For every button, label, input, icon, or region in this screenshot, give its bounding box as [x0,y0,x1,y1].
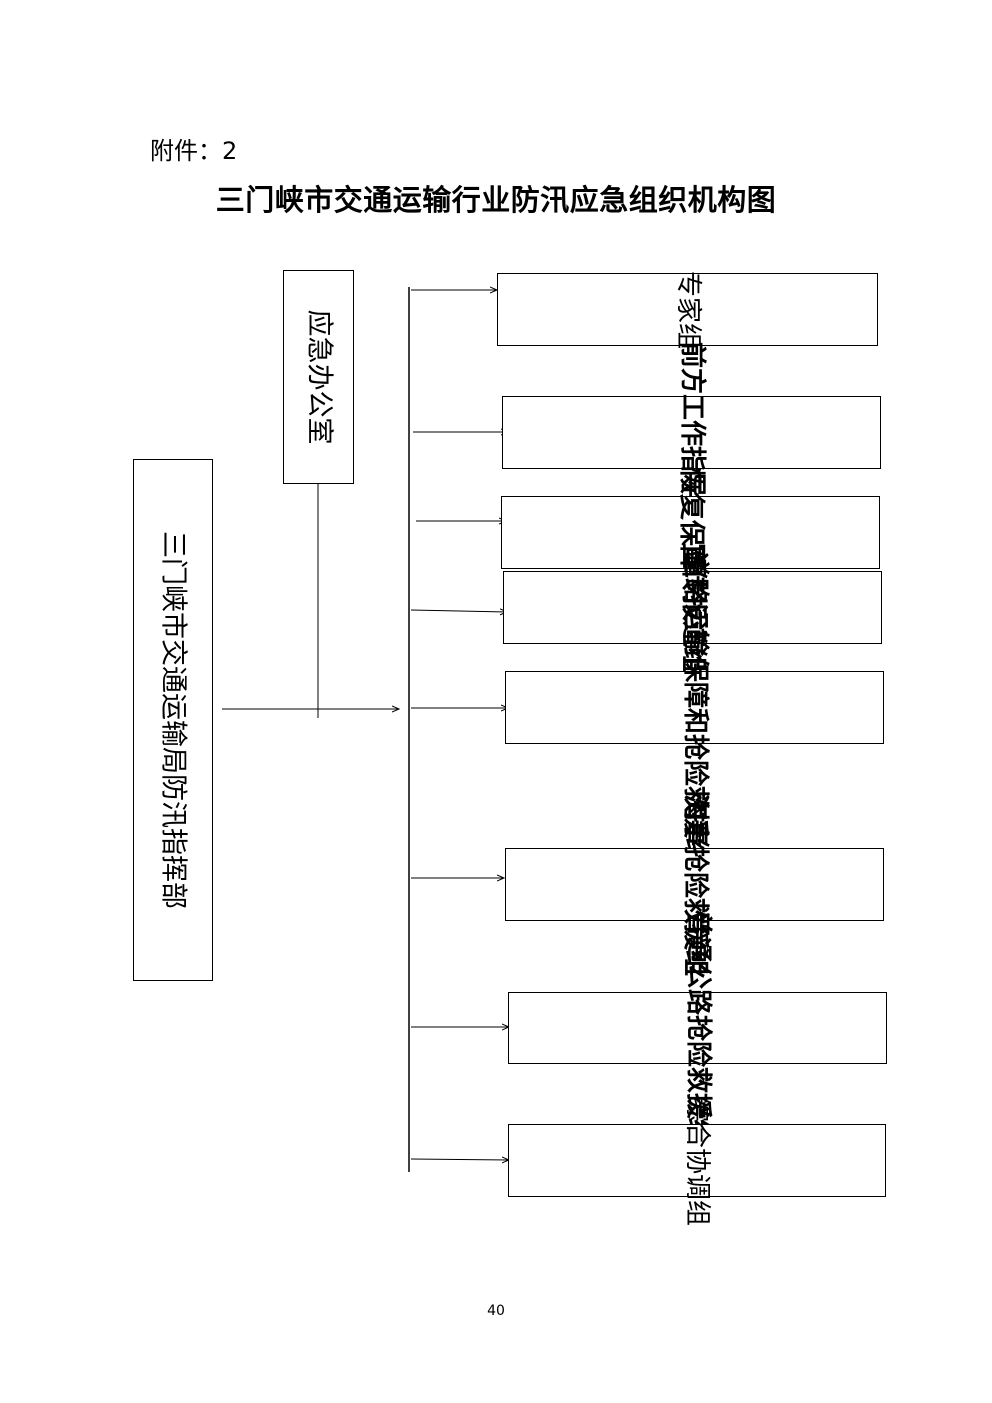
group-label: 综合协调组 [682,1095,712,1226]
group-box-expert: 专家组 [497,270,878,349]
group-box-highway: 普通公路抢险救援组 [508,911,887,1145]
attachment-label: 附件：2 [150,137,238,165]
group-box-maritime: 海事抢险救援组 [505,793,884,976]
branch-arrow [410,1159,509,1160]
group-box-coordination: 综合协调组 [508,1095,886,1226]
office-label: 应急办公室 [303,309,334,445]
command-hq-box: 三门峡市交通运输局防汛指挥部 [133,459,213,981]
command-hq-label: 三门峡市交通运输局防汛指挥部 [157,531,189,909]
page-title: 三门峡市交通运输行业防汛应急组织机构图 [215,183,777,217]
page-number: 40 [487,1303,505,1319]
group-box-frontline: 前方工作指导组 [502,341,881,524]
group-box-publicity: 宣传报道组 [503,542,882,673]
branch-arrow [410,610,507,612]
group-label: 专家组 [672,270,703,349]
group-box-recovery: 恢复保障组 [501,467,880,598]
office-box: 应急办公室 [283,270,354,484]
group-box-road-transport: 道路运输保障和抢险救援组 [505,551,884,864]
